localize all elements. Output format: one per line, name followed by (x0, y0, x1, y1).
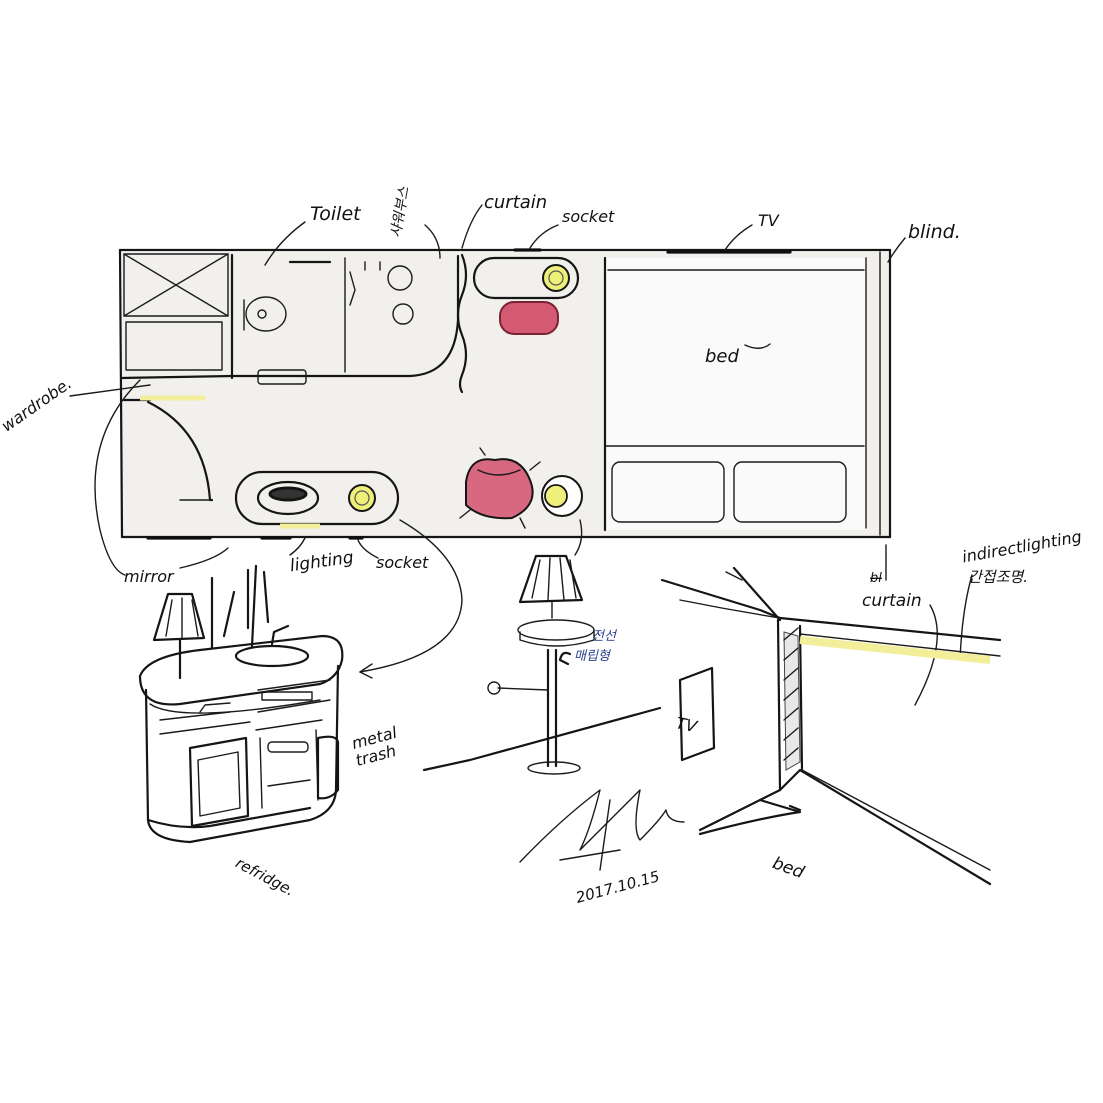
bath-curtain (456, 253, 468, 394)
leader-indirect-2 (914, 604, 938, 706)
fridge-door (188, 736, 250, 828)
label-indirect-korean: 간접조명. (968, 568, 1028, 586)
ceiling-right (778, 616, 1002, 642)
label-lamp-note-2: 매립형 (574, 649, 612, 664)
faucet (270, 624, 290, 646)
shower-drain-icon (392, 303, 414, 325)
vanity-body (144, 664, 340, 844)
label-socket-bottom: socket (376, 553, 429, 572)
leader-vanity-arrow (359, 519, 463, 673)
fridge-top (159, 721, 251, 735)
leader-socket-top (529, 224, 559, 249)
label-date: 2017.10.15 (574, 867, 662, 907)
vanity-shelves (255, 679, 331, 731)
wardrobe-wall (120, 374, 234, 380)
bed-area-fill (605, 258, 867, 530)
label-socket-top: socket (562, 207, 615, 226)
label-bed-perspective: bed (770, 853, 807, 883)
fridge-items (159, 702, 231, 721)
label-shower-korean: 샤워부스 (388, 185, 413, 239)
lamp-top-icon (542, 264, 570, 292)
bed-pillow-left (611, 461, 725, 523)
lamp-vanity-icon (348, 484, 376, 512)
toilet-icon (243, 296, 287, 332)
leader-tv (724, 224, 753, 251)
bed-squiggle (744, 343, 771, 349)
vanity-perspective (138, 564, 344, 844)
table-lamp-icon (152, 592, 206, 680)
closet-x (123, 253, 229, 317)
label-wardrobe: wardrobe. (0, 373, 75, 435)
label-curtain-struck: bl (870, 571, 882, 586)
stand-pole (546, 648, 558, 768)
leader-mirror-2 (179, 547, 229, 569)
label-lighting: lighting (289, 548, 355, 577)
wall-left (118, 248, 124, 539)
leader-toilet (264, 221, 306, 266)
label-curtain-top: curtain (484, 192, 547, 213)
shower-coil (349, 271, 356, 306)
label-lamp-note-1: 전선 (592, 629, 618, 644)
arrow-head (359, 663, 373, 679)
bed-pillow-right (733, 461, 847, 523)
leader-wardrobe (69, 384, 151, 397)
pink-stool (499, 301, 559, 335)
leader-lines (69, 204, 973, 706)
vanity-sink (234, 644, 310, 668)
closet-box (123, 253, 229, 317)
mirror-lines (210, 564, 270, 650)
vanity-top-rim (149, 699, 321, 714)
leader-socket-bottom (357, 539, 379, 559)
leader-indirect (959, 574, 973, 661)
sink-icon (256, 480, 320, 516)
indirect-light-strip (799, 636, 991, 664)
shower-head-icon (387, 265, 413, 291)
label-tv-perspective: TV (674, 713, 699, 736)
vanity-counter (138, 634, 344, 706)
stand-arm (497, 687, 549, 691)
label-curtain-bottom: curtain (862, 591, 922, 611)
tv-panel (678, 666, 716, 762)
leader-lighting (289, 537, 306, 556)
floor-plan (118, 248, 892, 540)
side-table-top (517, 619, 595, 641)
leader-curtain (461, 204, 483, 249)
shower-fixtures (364, 261, 381, 271)
label-blind: blind. (908, 221, 961, 243)
floor-wall-line-left (422, 706, 662, 772)
leader-blind (887, 237, 906, 263)
door-swing (146, 400, 214, 502)
label-tv-top: TV (758, 211, 780, 230)
bed-edge (698, 768, 992, 886)
label-bed-plan: bed (705, 346, 740, 367)
metal-trash-icon (316, 735, 340, 800)
armchair-icon (459, 447, 541, 529)
vanity-base (146, 806, 312, 829)
floor-lamp-shade (518, 554, 584, 604)
wardrobe-shelf (125, 321, 223, 371)
leader-shower (424, 224, 441, 259)
column-hatch (783, 631, 801, 771)
room-perspective (422, 566, 1002, 886)
label-mirror: mirror (124, 567, 175, 586)
leader-mirror (94, 379, 141, 576)
bed-front (698, 798, 802, 836)
ceiling-edge (660, 578, 782, 620)
floor-lamp-perspective (487, 554, 595, 775)
nightstand-top (472, 256, 580, 300)
label-toilet: Toilet (310, 203, 362, 225)
signature (519, 789, 685, 871)
towel-bar-bottom (257, 369, 307, 385)
leader-lamp (574, 519, 583, 556)
wall-column (776, 618, 804, 792)
towel-stack (267, 741, 309, 753)
blue-note-mark (558, 651, 572, 666)
stand-base (527, 761, 581, 775)
ceiling-corner (732, 566, 782, 622)
label-refridge: refridge. (233, 854, 298, 900)
ceiling-line (679, 599, 781, 619)
label-indirect-lighting: indirectlighting (961, 527, 1083, 567)
